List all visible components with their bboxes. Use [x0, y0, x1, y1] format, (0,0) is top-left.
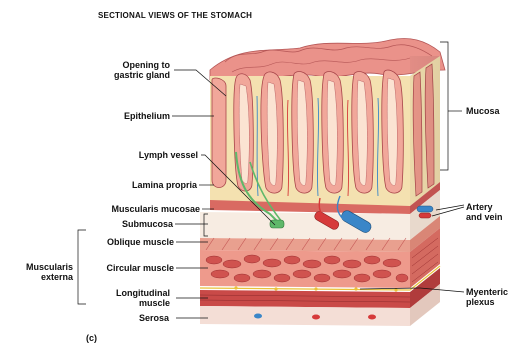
- label-epithelium: Epithelium: [124, 111, 170, 121]
- label-opening-to-gastric-gland: Opening to gastric gland: [114, 60, 170, 80]
- label-lamina-propria: Lamina propria: [132, 180, 197, 190]
- panel-label: (c): [86, 333, 97, 343]
- mucosa-side: [410, 56, 440, 206]
- mucosa-front: [210, 70, 410, 206]
- label-artery-and-vein: Artery and vein: [466, 202, 503, 222]
- label-longitudinal-muscle: Longitudinal muscle: [116, 288, 170, 308]
- label-muscularis-mucosae: Muscularis mucosae: [111, 204, 200, 214]
- label-lymph-vessel: Lymph vessel: [139, 150, 198, 160]
- label-myenteric-plexus: Myenteric plexus: [466, 287, 508, 307]
- label-mucosa: Mucosa: [466, 106, 500, 116]
- label-submucosa: Submucosa: [122, 219, 173, 229]
- label-muscularis-externa: Muscularis externa: [26, 262, 73, 282]
- label-oblique-muscle: Oblique muscle: [107, 237, 174, 247]
- label-circular-muscle: Circular muscle: [106, 263, 174, 273]
- label-serosa: Serosa: [139, 313, 169, 323]
